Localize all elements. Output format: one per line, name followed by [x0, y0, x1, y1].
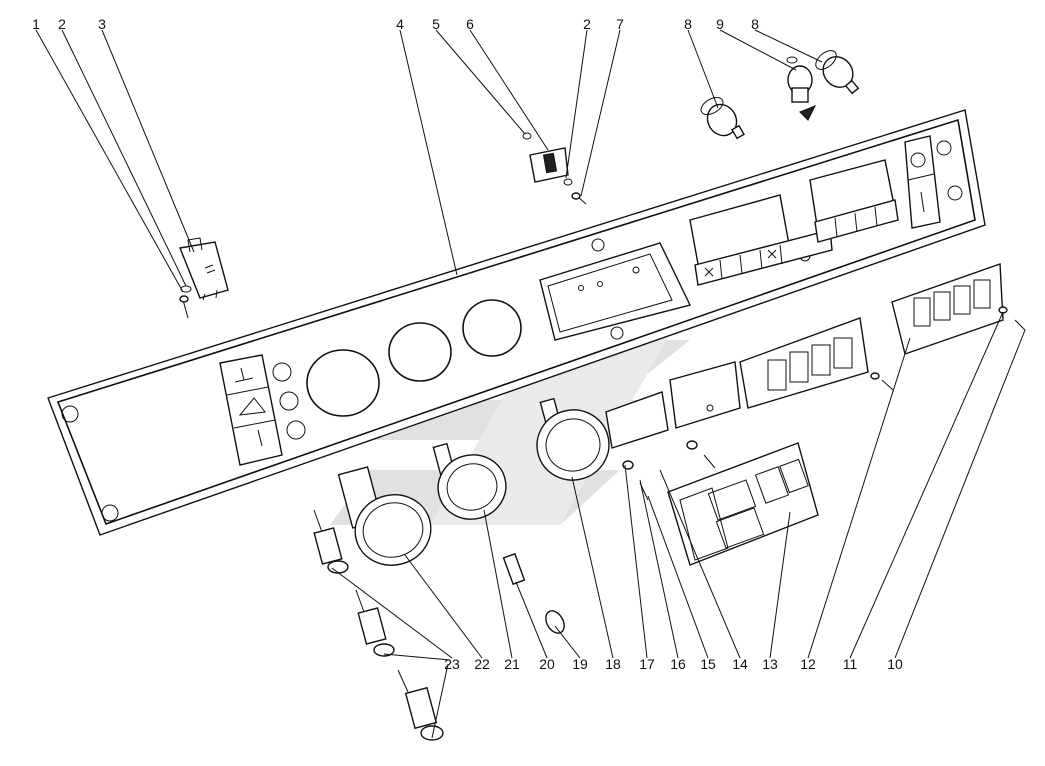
callout-15: 15 [700, 656, 716, 672]
callout-2-left: 2 [58, 16, 66, 32]
leader-lines [35, 29, 1026, 739]
relay-part-3 [179, 237, 229, 301]
callout-2-right: 2 [583, 16, 591, 32]
gauge-part-21 [432, 442, 507, 520]
connector-part-17 [605, 361, 741, 501]
callout-5: 5 [432, 16, 440, 32]
callout-3: 3 [98, 16, 106, 32]
callout-labels: 1 2 3 4 5 6 2 7 8 9 8 23 22 21 20 19 18 … [32, 16, 903, 672]
screw-part-1 [179, 285, 192, 319]
callout-8-right: 8 [751, 16, 759, 32]
gauge-part-18 [536, 397, 610, 481]
callout-19: 19 [572, 656, 588, 672]
switch-part-9 [786, 56, 817, 121]
bracket-part-6 [522, 132, 587, 205]
callout-6: 6 [466, 16, 474, 32]
callout-11: 11 [843, 656, 858, 672]
callout-20: 20 [539, 656, 555, 672]
dashboard-panel [47, 109, 986, 536]
lamp-part-23 [313, 509, 444, 741]
callout-4: 4 [396, 16, 404, 32]
callout-13: 13 [762, 656, 778, 672]
switch-part-8-left [700, 96, 745, 140]
rocker-switches-part-12 [739, 263, 1026, 409]
callout-14: 14 [732, 656, 748, 672]
callout-7: 7 [616, 16, 624, 32]
callout-22: 22 [474, 656, 490, 672]
callout-23: 23 [444, 656, 460, 672]
switch-part-8-right [815, 50, 860, 95]
callout-21: 21 [504, 656, 520, 672]
callout-16: 16 [670, 656, 686, 672]
callout-17: 17 [639, 656, 655, 672]
callout-12: 12 [800, 656, 816, 672]
bulb-part-19 [545, 610, 565, 634]
warning-panel-part-13 [667, 442, 819, 566]
callout-10: 10 [887, 656, 903, 672]
sender-part-20 [502, 552, 526, 586]
callout-8-left: 8 [684, 16, 692, 32]
gauge-part-22 [337, 466, 432, 566]
callout-1: 1 [32, 16, 40, 32]
callout-18: 18 [605, 656, 621, 672]
callout-9: 9 [716, 16, 724, 32]
